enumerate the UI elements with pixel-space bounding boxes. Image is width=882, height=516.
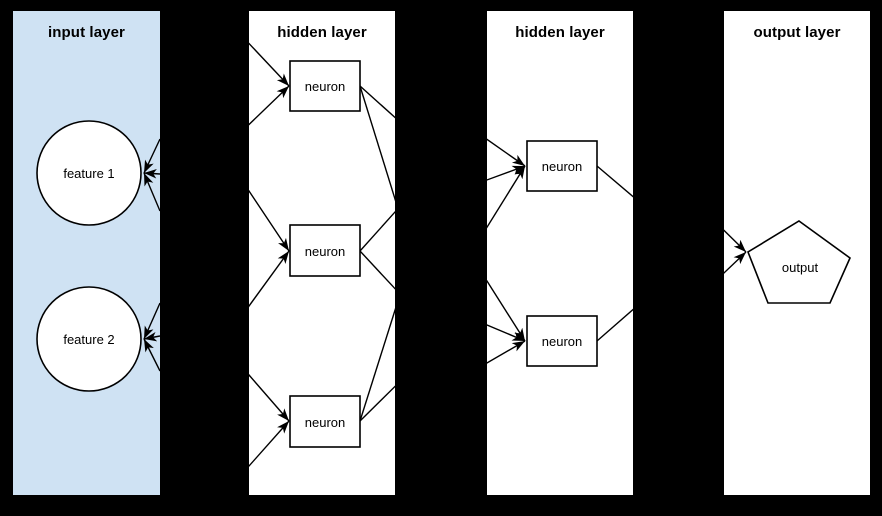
outgoing-edges-hidden-2 — [596, 165, 633, 342]
layer-title-hidden-1: hidden layer — [277, 24, 367, 41]
layer-panel-output[interactable]: output layer output — [724, 11, 870, 495]
edges-from-feature-2 — [143, 302, 160, 372]
node-label-neuron-h1-2: neuron — [304, 243, 346, 259]
node-label-feature-2: feature 2 — [63, 331, 115, 347]
hidden-2-graphics — [487, 138, 633, 367]
layer-panel-input[interactable]: input layer feat — [13, 11, 160, 495]
outgoing-edges-hidden-1 — [359, 85, 395, 422]
layer-title-output: output layer — [753, 24, 841, 41]
layer-panel-hidden-1[interactable]: hidden layer — [249, 11, 395, 495]
layer-panel-hidden-2[interactable]: hidden layer — [487, 11, 633, 495]
node-label-neuron-h2-1: neuron — [541, 158, 583, 174]
layer-title-hidden-2: hidden layer — [515, 24, 605, 41]
incoming-edges-hidden-2 — [487, 138, 526, 364]
node-label-neuron-h1-1: neuron — [304, 78, 346, 94]
incoming-edges-hidden-1 — [249, 42, 290, 468]
incoming-edges-output — [724, 229, 747, 274]
layer-title-input: input layer — [48, 24, 125, 41]
node-label-neuron-h2-2: neuron — [541, 333, 583, 349]
edges-from-feature-1 — [143, 138, 160, 212]
output-layer-graphics — [724, 220, 851, 304]
node-label-feature-1: feature 1 — [63, 165, 115, 181]
node-label-output: output — [781, 259, 819, 275]
node-label-neuron-h1-3: neuron — [304, 414, 346, 430]
input-layer-graphics — [36, 120, 160, 392]
